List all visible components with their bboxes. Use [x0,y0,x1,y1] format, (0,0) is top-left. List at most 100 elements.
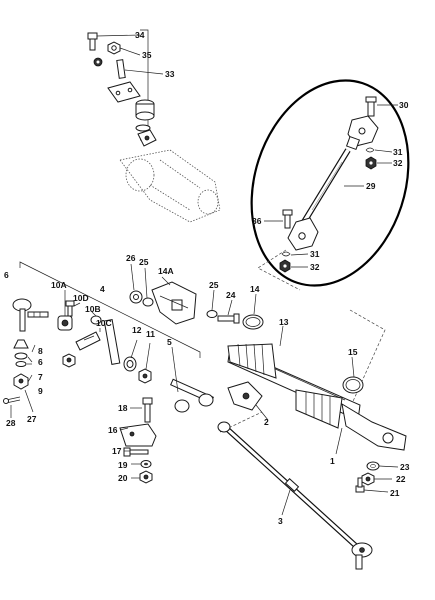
callout-7: 7 [38,372,43,382]
ring-7 [15,361,27,367]
tie-rod-end-group [3,261,201,418]
upper-universal-joint [345,115,379,151]
callout-21: 21 [390,488,400,498]
callout-10B: 10B [85,304,101,314]
nut-9 [13,373,29,390]
rubber-mount [135,99,155,132]
lower-universal-joint [287,217,319,251]
callout-4: 4 [100,284,105,294]
callout-16: 16 [108,425,118,435]
callout-25-left: 25 [139,257,149,267]
cotter-pin-28 [3,396,21,404]
callout-34: 34 [135,30,145,40]
callout-32-lower: 32 [310,262,320,272]
circled-intermediate-shaft [250,79,410,287]
callout-13: 13 [279,317,289,327]
mounting-bracket-2 [227,381,263,411]
callout-3: 3 [278,516,283,526]
lower-fastener-group [119,397,157,484]
spring-clip-31-upper [365,147,375,153]
bolt-21 [355,477,365,493]
bolt-17 [123,447,149,457]
callout-28: 28 [6,418,16,428]
right-fastener-group [355,461,399,493]
nut-35-a [107,41,121,55]
tie-rod-end-6 [12,298,49,332]
callout-32-upper: 32 [393,158,403,168]
callout-9: 9 [38,386,43,396]
bracket-4 [19,261,201,358]
bolt-30 [365,96,377,117]
bracket-33 [140,29,149,141]
bushing-25a [142,297,154,307]
callout-10A: 10A [51,280,67,290]
callout-26: 26 [126,253,136,263]
highlight-circle [250,79,410,287]
tie-rod-3 [217,421,358,548]
clamp-plate [107,81,141,103]
callout-6-mid: 6 [38,357,43,367]
bracket-14A [151,281,197,325]
callout-15: 15 [348,347,358,357]
clamp-14 [242,314,264,330]
tie-rod-inner-5 [170,378,214,413]
callout-23: 23 [400,462,410,472]
nut-32-upper [365,156,377,170]
tie-rod-group [217,421,373,570]
callout-19: 19 [118,460,128,470]
bushing-12 [123,356,137,372]
callout-30: 30 [399,100,409,110]
callout-2: 2 [264,417,269,427]
nut-32-lower [279,259,291,273]
upper-bracket-group [129,263,264,330]
callout-31-lower: 31 [310,249,320,259]
bracket-10A [57,315,73,331]
washer-6 [14,352,28,360]
callout-11: 11 [146,329,155,339]
callout-24: 24 [226,290,236,300]
steering-rack-group [170,325,407,455]
callout-36: 36 [252,216,262,226]
callout-14: 14 [250,284,260,294]
callout-35: 35 [142,50,152,60]
spring-clip-31-lower [281,251,291,257]
callout-17: 17 [112,446,122,456]
steering-column-outline [119,149,221,223]
clip-clamp [137,129,157,147]
callout-12: 12 [132,325,142,335]
callout-29: 29 [366,181,376,191]
bolt-10D [65,300,75,317]
nut-22 [361,472,375,486]
boot-8 [13,339,29,349]
callout-1: 1 [330,456,335,466]
bolt-36 [282,209,293,229]
callout-10D: 10D [73,293,89,303]
callout-22: 22 [396,474,406,484]
bushing-26 [129,290,143,304]
rod-12 [103,319,121,365]
nut-11 [138,368,152,384]
callout-27: 27 [27,414,37,424]
washer-25b [206,310,218,318]
nut-10C [62,353,76,368]
sleeve [75,331,101,351]
bushing-group [57,290,152,384]
bolt-18 [142,397,153,423]
callout-5: 5 [167,337,172,347]
column-mount-group [87,29,221,223]
boot-13-left [227,343,277,379]
callout-25-right: 25 [209,280,219,290]
boot-13-right [295,389,343,429]
callout-labels: 34 35 33 30 31 32 29 36 31 32 6 4 26 25 … [4,30,410,526]
outer-tie-rod-end [351,542,373,570]
shaft-29 [301,148,351,224]
callout-14A: 14A [158,266,174,276]
pinion-housing [341,403,407,451]
callout-8: 8 [38,346,43,356]
washer-35-b [93,57,103,67]
bracket-16 [119,423,157,447]
stud-33 [116,59,126,79]
clamp-15 [342,376,364,394]
callout-20: 20 [118,473,128,483]
